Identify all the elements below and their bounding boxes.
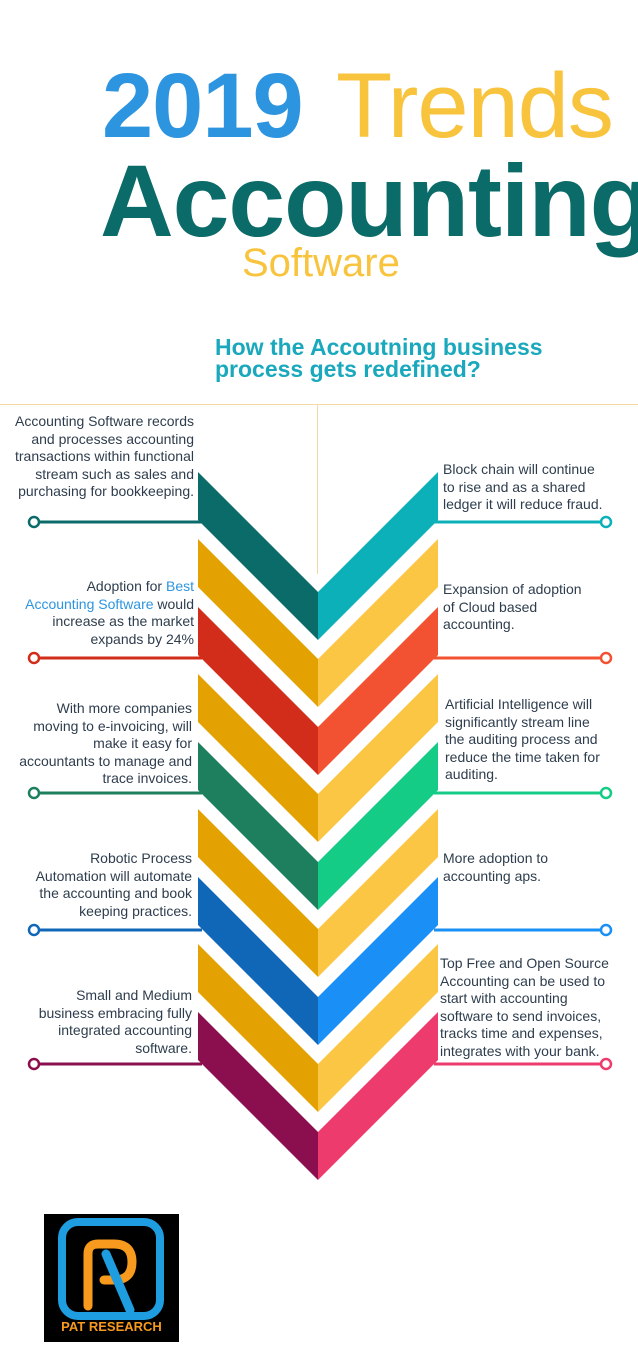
chevron-red-left [198,607,318,775]
connector-dot-left-4 [27,923,41,937]
subtitle: How the Accoutning business process gets… [215,334,635,382]
chevron-yellow-5-left [198,944,318,1112]
trend-text-right-5: Top Free and Open Source Accounting can … [440,955,609,1059]
pat-research-logo: PAT RESEARCH [44,1214,179,1342]
subtitle-line-1: How the Accoutning business [215,334,543,360]
connector-dot-left-5 [27,1057,41,1071]
connector-dot-right-2 [599,651,613,665]
center-divider [317,404,318,574]
trend-text-right-4: More adoption to accounting aps. [443,850,549,884]
trend-text-left-1: Accounting Software records and processe… [15,413,194,499]
connector-dot-left-3 [27,786,41,800]
chevron-blue-left [198,877,318,1045]
best-link[interactable]: Best [165,578,194,594]
chevron-teal-left [198,472,318,640]
connector-dot-left-1 [27,515,41,529]
pat-research-logo-mark [58,1218,164,1320]
title-software: Software [242,241,400,285]
chevron-teal-right [318,472,438,640]
title-trends: Trends [336,55,614,157]
connector-dot-right-5 [599,1057,613,1071]
chevron-green-left [198,742,318,910]
chevron-yellow-2-right [318,539,438,707]
chevron-green-right [318,742,438,910]
title-year: 2019 [102,55,304,157]
connector-dot-right-4 [599,923,613,937]
chevron-pink-right [318,1012,438,1180]
trend-text-left-4: Robotic Process Automation will automate… [35,850,192,919]
title-accounting: Accounting [100,144,638,258]
chevron-yellow-3-right [318,674,438,842]
connector-dot-right-1 [599,515,613,529]
trend-text-left-5: Small and Medium business embracing full… [38,987,192,1056]
trend-text-right-2: Expansion of adoption of Cloud based acc… [443,581,582,632]
connector-dot-left-2 [27,651,41,665]
chevron-blue-right [318,877,438,1045]
divider-rule [0,404,638,405]
subtitle-line-2: process gets redefined? [215,356,481,382]
chevron-yellow-4-left [198,809,318,977]
chevron-yellow-2-left [198,539,318,707]
chevron-red-right [318,607,438,775]
chevron-yellow-3-left [198,674,318,842]
logo-text: PAT RESEARCH [61,1319,162,1334]
trend-text-right-3: Artificial Intelligence will significant… [445,696,600,782]
chevron-pink-left [198,1012,318,1180]
connector-dot-right-3 [599,786,613,800]
trend-text-left-2: Adoption for Best Accounting Software wo… [25,578,194,647]
chevron-yellow-4-right [318,809,438,977]
accounting-software-link[interactable]: Accounting Software [25,595,154,612]
chevron-yellow-5-right [318,944,438,1112]
trend-text-left-3: With more companies moving to e-invoicin… [19,700,192,786]
trend-text-right-1: Block chain will continue to rise and as… [443,461,603,512]
